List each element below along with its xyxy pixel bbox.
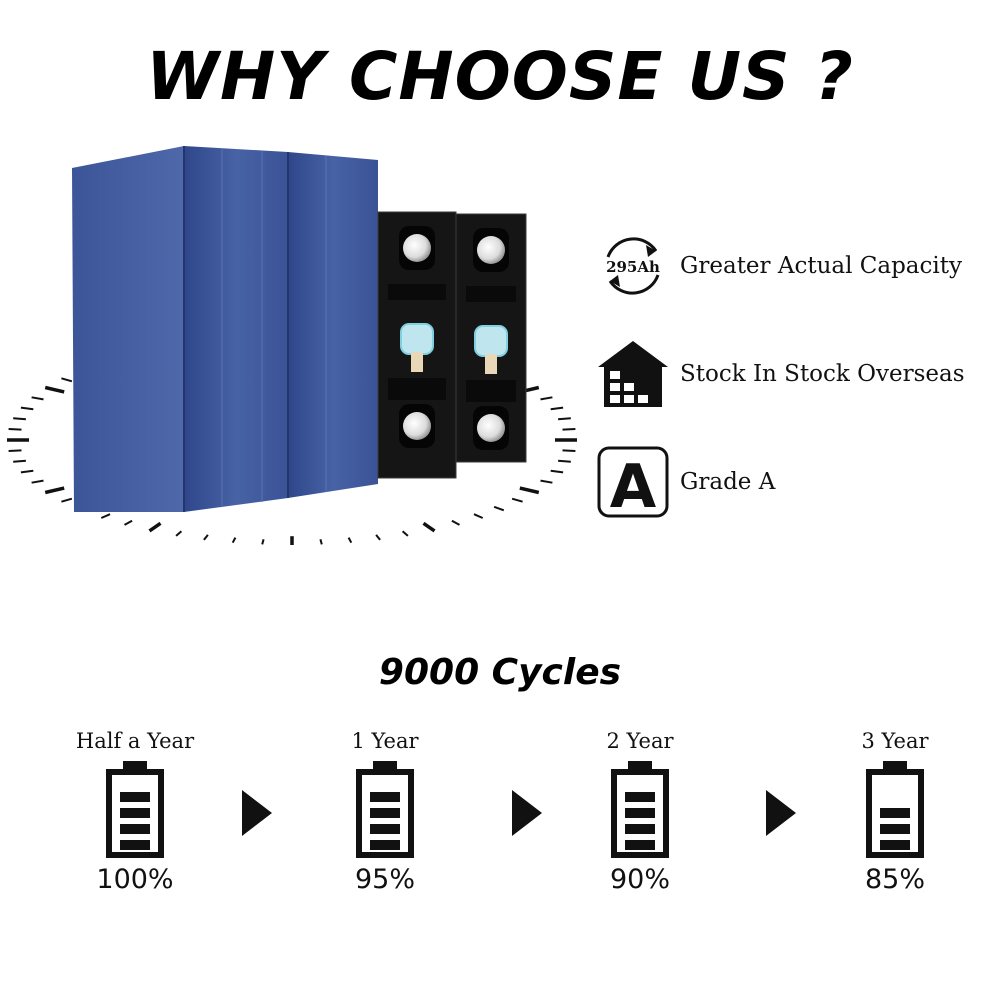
warehouse-icon xyxy=(598,341,668,407)
dial-tick xyxy=(347,537,353,544)
page-title: WHY CHOOSE US ? xyxy=(146,38,854,115)
feature-capacity: 295Ah Greater Actual Capacity xyxy=(596,230,962,302)
cycle-stage: 1 Year 95% xyxy=(305,726,465,895)
dial-tick xyxy=(13,459,26,463)
battery-bar xyxy=(370,824,400,834)
dial-tick xyxy=(375,534,381,541)
svg-text:A: A xyxy=(610,452,657,519)
dial-tick xyxy=(511,497,523,503)
cycle-stage: 2 Year 90% xyxy=(560,726,720,895)
stage-percent: 95% xyxy=(354,864,415,895)
dial-tick xyxy=(401,530,409,537)
arrow-right-icon xyxy=(242,790,272,836)
black-battery-cell xyxy=(377,211,457,479)
feature-grade: A Grade A xyxy=(596,446,776,519)
dial-tick xyxy=(261,539,265,545)
arrow-right-icon xyxy=(766,790,796,836)
black-battery-cell xyxy=(455,213,527,463)
battery-bar xyxy=(120,840,150,850)
battery-level-icon xyxy=(611,761,669,858)
stage-label: Half a Year xyxy=(75,729,195,753)
grade-a-icon: A xyxy=(597,446,669,519)
dial-tick xyxy=(20,406,34,411)
battery-bar xyxy=(120,808,150,818)
feature-label: Greater Actual Capacity xyxy=(680,253,962,279)
dial-tick xyxy=(13,417,26,421)
dial-tick xyxy=(319,539,323,545)
battery-bar xyxy=(625,808,655,818)
dial-tick xyxy=(44,486,65,495)
blue-battery-cell xyxy=(72,146,288,512)
battery-bar xyxy=(625,824,655,834)
battery-bar xyxy=(625,792,655,802)
battery-cells-illustration xyxy=(7,146,577,545)
feature-stock: Stock In Stock Overseas xyxy=(596,338,965,410)
stage-percent: 85% xyxy=(864,864,925,895)
capacity-cycle-icon: 295Ah xyxy=(606,237,660,295)
dial-tick xyxy=(451,519,460,526)
arrow-right-icon xyxy=(512,790,542,836)
dial-tick xyxy=(558,417,571,421)
dial-tick xyxy=(422,521,436,533)
battery-level-icon xyxy=(106,761,164,858)
dial-tick xyxy=(124,519,133,526)
dial-tick xyxy=(31,479,44,484)
battery-bar xyxy=(880,840,910,850)
battery-bar xyxy=(880,808,910,818)
dial-tick xyxy=(540,396,553,401)
dial-tick xyxy=(20,469,34,474)
dial-tick xyxy=(493,505,505,512)
dial-tick xyxy=(562,449,576,452)
dial-tick xyxy=(8,428,22,431)
dial-tick xyxy=(550,469,564,474)
battery-bar xyxy=(370,840,400,850)
dial-tick xyxy=(61,497,73,503)
dial-tick xyxy=(203,534,209,541)
dial-tick xyxy=(558,459,571,463)
dial-tick xyxy=(550,406,564,411)
dial-tick xyxy=(61,377,73,383)
battery-bar xyxy=(120,824,150,834)
dial-tick xyxy=(175,530,183,537)
cycles-title: 9000 Cycles xyxy=(378,652,622,693)
battery-bar xyxy=(625,840,655,850)
dial-tick xyxy=(8,449,22,452)
stage-label: 3 Year xyxy=(861,729,929,753)
dial-tick xyxy=(148,521,162,533)
stage-label: 2 Year xyxy=(606,729,674,753)
dial-tick xyxy=(231,537,237,544)
dial-tick xyxy=(100,513,111,519)
feature-label: Stock In Stock Overseas xyxy=(680,361,965,387)
dial-tick xyxy=(519,486,540,495)
feature-label: Grade A xyxy=(680,469,776,495)
stage-label: 1 Year xyxy=(351,729,419,753)
battery-bar xyxy=(370,792,400,802)
battery-level-icon xyxy=(866,761,924,858)
battery-level-icon xyxy=(356,761,414,858)
cycle-stage: 3 Year 85% xyxy=(815,726,975,895)
dial-tick xyxy=(473,513,484,519)
stage-percent: 100% xyxy=(96,864,174,895)
stage-percent: 90% xyxy=(609,864,670,895)
svg-text:295Ah: 295Ah xyxy=(606,258,660,276)
battery-bar xyxy=(120,792,150,802)
cycle-stage: Half a Year 100% xyxy=(55,726,215,895)
dial-tick xyxy=(562,428,576,431)
dial-tick xyxy=(540,479,553,484)
dial-tick xyxy=(44,385,65,394)
dial-tick xyxy=(31,396,44,401)
battery-bar xyxy=(880,824,910,834)
blue-battery-cell xyxy=(287,152,378,498)
battery-bar xyxy=(370,808,400,818)
